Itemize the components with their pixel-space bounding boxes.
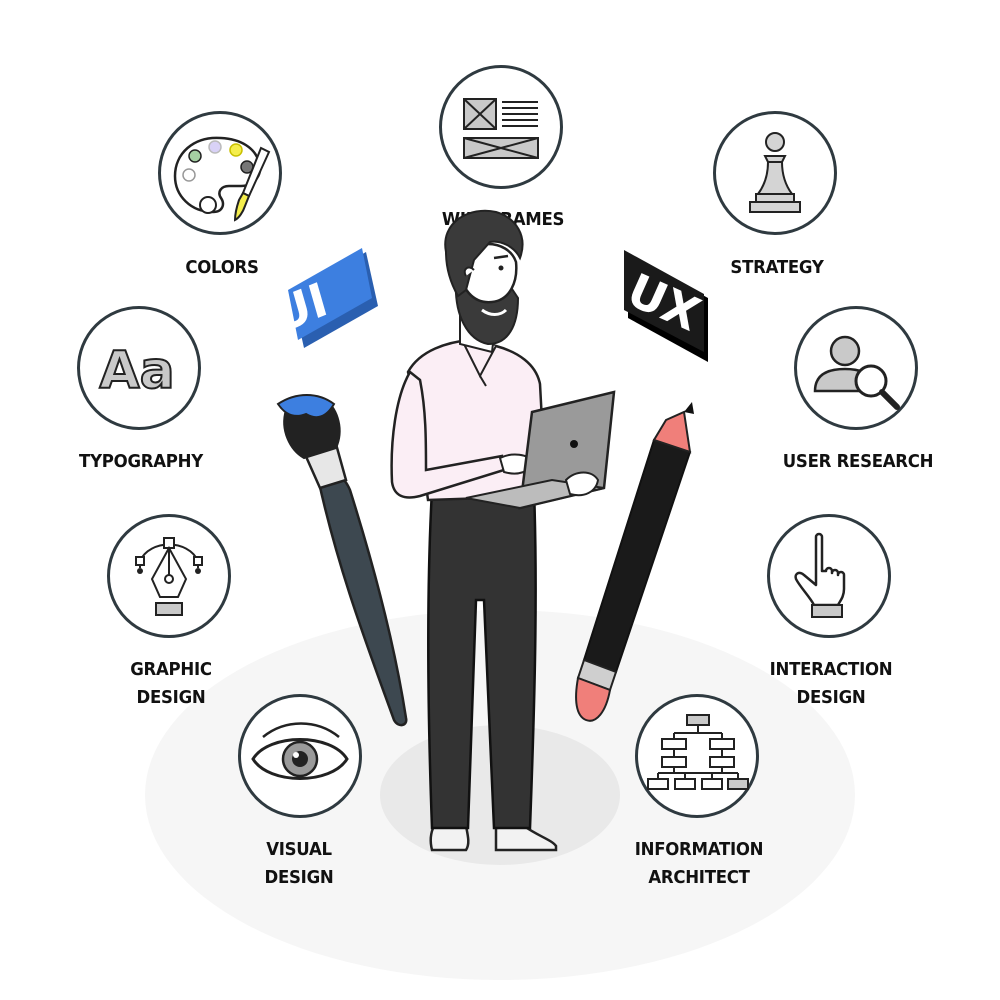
left-arm [390,370,506,499]
typography-label: TYPOGRAPHY [79,451,203,472]
pointer-hand-icon [767,514,891,638]
right-shoe [494,824,558,852]
ux-badge: UX [620,250,708,362]
eye-icon [238,694,362,818]
information-architect-label: INFORMATION ARCHITECT [598,836,800,892]
color-palette-icon [158,111,282,235]
visual-design-label-line2: DESIGN [264,867,334,888]
pencil [575,402,694,722]
colors-label: COLORS [185,257,259,278]
user-research-label: USER RESEARCH [782,451,934,472]
typography-glyph: Aa [99,341,174,401]
information-architect-label-line2: ARCHITECT [648,867,750,888]
strategy-label: STRATEGY [730,257,824,278]
interaction-design-label: INTERACTION DESIGN [730,656,932,712]
interaction-design-label-line1: INTERACTION [769,659,893,680]
graphic-design-label-line1: GRAPHIC [130,659,212,680]
ui-badge: UI [268,248,378,348]
left-shoe [429,824,470,852]
interaction-design-label-line2: DESIGN [796,687,866,708]
paintbrush [276,394,408,727]
pen-tool-icon [107,514,231,638]
trousers [426,488,537,830]
information-architect-label-line1: INFORMATION [634,839,764,860]
sitemap-icon [635,694,759,818]
visual-design-label: VISUAL DESIGN [198,836,400,892]
graphic-design-label-line2: DESIGN [136,687,206,708]
user-research-icon [794,306,918,430]
graphic-design-label: GRAPHIC DESIGN [70,656,272,712]
visual-design-label-line1: VISUAL [266,839,332,860]
wireframes-icon [439,65,563,189]
typography-icon: Aa [77,306,201,430]
chess-pawn-icon [713,111,837,235]
